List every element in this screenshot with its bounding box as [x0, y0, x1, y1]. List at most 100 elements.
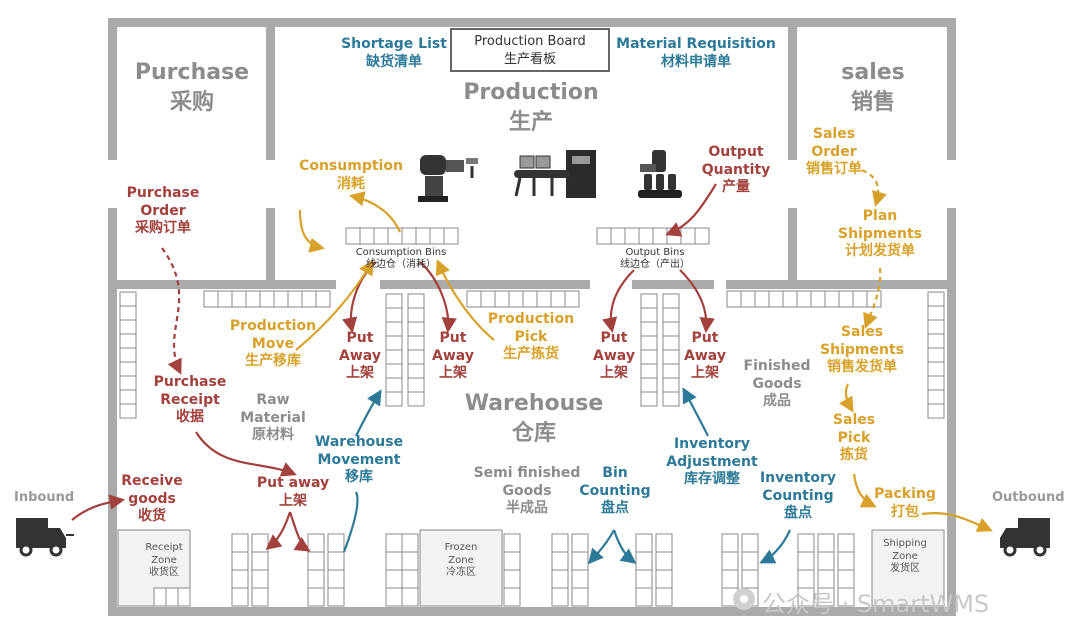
bottling-robot-icon	[638, 150, 682, 198]
right-wall-lower	[947, 208, 956, 616]
warehouse-wall-left	[108, 280, 336, 289]
rack-col-b	[640, 293, 680, 407]
frozen-zone-box	[419, 529, 503, 607]
rack-bottom-2	[307, 533, 345, 607]
warehouse-wall-right	[726, 280, 956, 289]
bottom-wall	[108, 607, 956, 616]
inbound-label: Inbound	[14, 490, 75, 505]
outbound-truck-icon	[1000, 518, 1050, 557]
watermark: 公众号 · SmartWMS	[762, 590, 990, 618]
arrow-inventory-adjustment	[682, 387, 709, 437]
arrow-to-consumption-bins	[298, 209, 326, 253]
arrow-put-away-3	[602, 269, 635, 334]
rack-col-right-wall	[927, 291, 945, 419]
arrow-put-away-1	[342, 261, 377, 334]
rack-row-mid	[466, 290, 580, 308]
arrow-putaway-rack1	[265, 511, 292, 550]
purchase-divider-lower	[266, 208, 275, 280]
rack-bottom-5	[635, 533, 673, 607]
arrow-pick-to-packing	[852, 473, 877, 508]
arrow-production-pick	[435, 259, 495, 341]
purchase-divider-upper	[266, 18, 275, 160]
arrow-bin-counting-left	[587, 529, 615, 565]
arrow-rack-to-movement	[342, 491, 359, 553]
arrow-inbound	[71, 494, 126, 521]
arrow-bin-counting-right	[612, 529, 637, 564]
left-wall-upper	[108, 18, 117, 160]
shipping-zone-box	[871, 529, 945, 607]
rack-bottom-7	[797, 533, 855, 607]
inbound-truck-icon	[16, 518, 74, 557]
output-bins-shelf	[596, 227, 710, 245]
arrow-put-away-4	[679, 269, 715, 334]
warehouse-wall-mid-left	[380, 280, 590, 289]
rack-bottom-3	[385, 533, 403, 607]
arrow-plan-to-shipments	[863, 267, 882, 329]
arrow-so-to-plan	[861, 168, 887, 207]
warehouse-wall-mid-right	[632, 280, 714, 289]
consumption-bins-shelf	[345, 227, 459, 245]
production-board-title-zh: 生产看板	[503, 51, 556, 67]
rack-row-right	[726, 290, 882, 308]
robot-arm-icon	[418, 155, 478, 202]
sales-divider-upper	[788, 18, 797, 160]
sales-divider-lower	[788, 208, 797, 280]
arrow-inventory-counting	[759, 529, 792, 564]
rack-bottom-4	[551, 533, 589, 607]
rack-bottom-8	[401, 533, 521, 607]
arrow-po-to-receipt	[161, 247, 182, 375]
arrow-production-move	[295, 259, 374, 351]
arrow-consumption	[348, 191, 402, 233]
rack-bottom-1	[231, 533, 269, 607]
conveyor-machine-icon	[514, 150, 596, 198]
production-board-title: Production Board	[474, 34, 586, 49]
arrow-shipments-to-pick	[839, 383, 854, 413]
arrow-putaway-rack2	[288, 511, 311, 552]
arrow-outbound	[921, 512, 993, 532]
rack-col-left-wall	[119, 291, 137, 419]
production-board: Production Board 生产看板	[450, 28, 610, 72]
outbound-label: Outbound	[992, 490, 1065, 505]
arrow-put-away-2	[419, 261, 457, 334]
arrow-output-qty	[665, 183, 717, 237]
arrow-receipt-to-putaway	[195, 431, 297, 477]
left-wall-lower	[108, 208, 117, 616]
top-wall	[108, 18, 956, 27]
arrow-warehouse-movement	[355, 389, 382, 437]
